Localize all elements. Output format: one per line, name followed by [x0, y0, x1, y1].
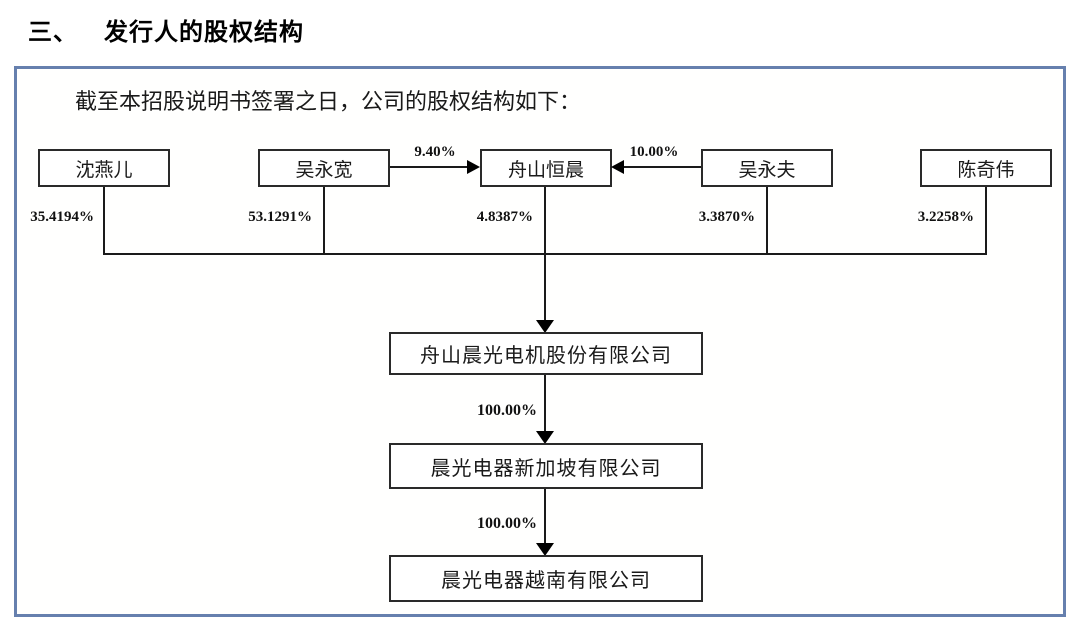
cross-holding-percent-right: 10.00% [629, 144, 679, 160]
intro-text: 截至本招股说明书签署之日，公司的股权结构如下： [75, 89, 582, 114]
connector-line [323, 187, 325, 254]
connector-line [544, 489, 546, 544]
connector-line [766, 187, 768, 254]
connector-line [103, 187, 105, 254]
section-number: 三、 [28, 20, 78, 46]
shareholder-percent: 4.8387% [476, 209, 533, 225]
company-node-vietnam: 晨光电器越南有限公司 [389, 555, 703, 602]
connector-line [544, 187, 546, 321]
shareholder-node-chen-qiwei: 陈奇伟 [920, 149, 1052, 187]
cross-holding-percent-left: 9.40% [414, 144, 456, 160]
ownership-percent: 100.00% [477, 515, 537, 532]
arrow-down-icon [536, 320, 554, 333]
shareholder-node-wu-yongfu: 吴永夫 [701, 149, 833, 187]
shareholder-percent: 35.4194% [30, 209, 94, 225]
section-title: 发行人的股权结构 [104, 20, 304, 46]
connector-line [544, 375, 546, 432]
shareholder-node-shen-yaner: 沈燕儿 [38, 149, 170, 187]
shareholder-node-wu-yongkuan: 吴永宽 [258, 149, 390, 187]
shareholder-percent: 3.2258% [917, 209, 974, 225]
arrow-down-icon [536, 543, 554, 556]
arrow-right-icon [467, 160, 480, 174]
arrow-left-icon [611, 160, 624, 174]
cross-holding-line-left [390, 166, 468, 168]
arrow-down-icon [536, 431, 554, 444]
shareholder-percent: 53.1291% [248, 209, 312, 225]
company-node-issuer: 舟山晨光电机股份有限公司 [389, 332, 703, 375]
shareholder-node-zhoushan-hengchen: 舟山恒晨 [480, 149, 612, 187]
connector-line [985, 187, 987, 254]
company-node-singapore: 晨光电器新加坡有限公司 [389, 443, 703, 489]
ownership-percent: 100.00% [477, 402, 537, 419]
section-heading: 三、发行人的股权结构 [28, 12, 304, 47]
shareholder-percent: 3.3870% [698, 209, 755, 225]
cross-holding-line-right [624, 166, 701, 168]
